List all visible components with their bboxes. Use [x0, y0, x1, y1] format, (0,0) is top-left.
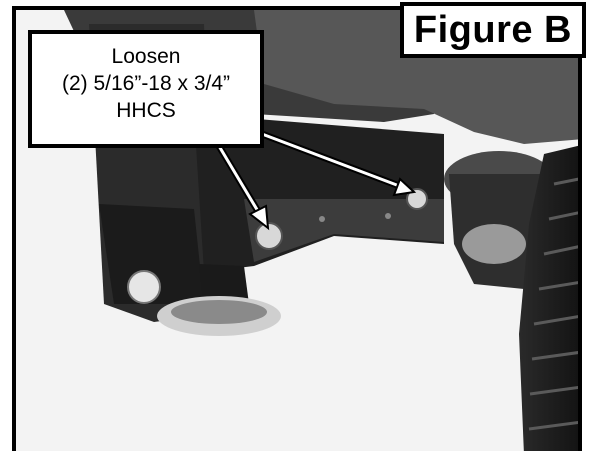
plate-hole	[385, 213, 391, 219]
bolt-icon	[255, 222, 283, 250]
callout-line-2: (2) 5/16”-18 x 3/4”	[61, 72, 231, 95]
figure-title: Figure B	[399, 2, 586, 58]
bolt-icon	[406, 188, 428, 210]
tire	[519, 145, 578, 451]
caster-hub	[171, 300, 267, 324]
callout-line-3: HHCS	[116, 99, 176, 122]
callout-arrow-icon	[215, 144, 270, 231]
callout-arrow-icon	[260, 130, 417, 197]
bolt-icon	[127, 270, 161, 304]
spindle-collar	[462, 224, 526, 264]
bracket-shadow	[99, 204, 204, 304]
tire-tread	[528, 177, 578, 431]
plate-hole	[319, 216, 325, 222]
callout-line-1: Loosen	[111, 45, 181, 68]
plate-lower-edge	[244, 199, 444, 262]
callout-box: Loosen (2) 5/16”-18 x 3/4” HHCS	[28, 30, 264, 148]
